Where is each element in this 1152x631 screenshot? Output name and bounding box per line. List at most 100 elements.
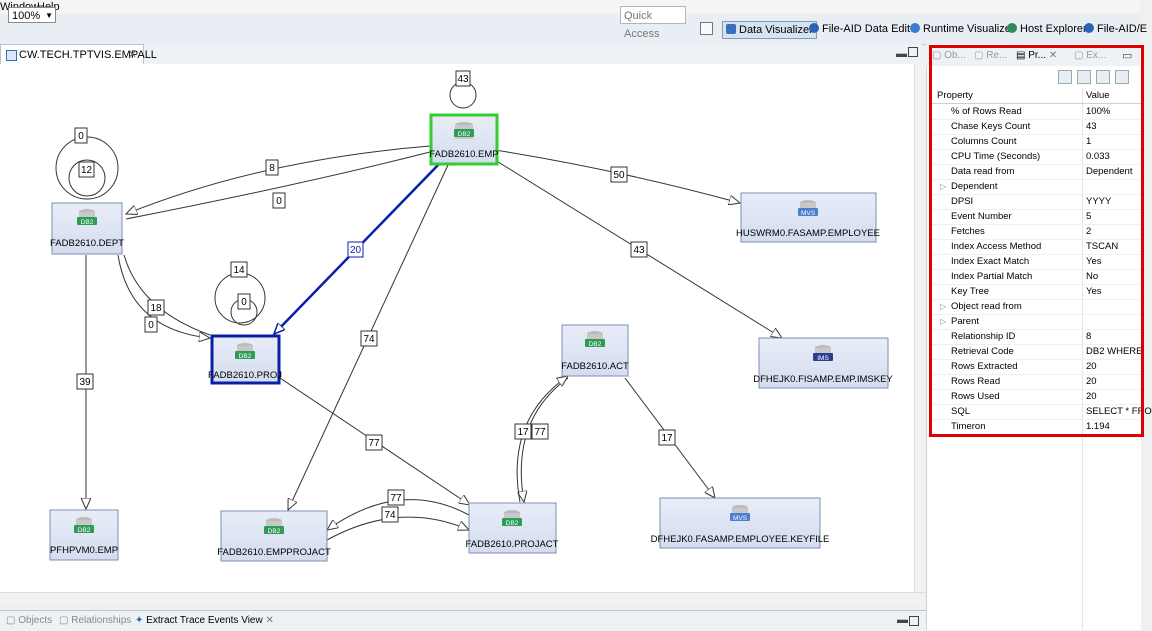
svg-text:MVS: MVS	[801, 210, 816, 217]
tab-extract-mini[interactable]: ▢ Ex...	[1074, 50, 1107, 61]
relationship-graph[interactable]: 43 0 12 8 0 50 43 20 14 0 18 0 74 39 77 …	[0, 64, 914, 592]
node-dfhejk0-fisamp-emp-imskey[interactable]: IMS DFHEJK0.FISAMP.EMP.IMSKEY	[753, 337, 893, 389]
quick-access-input[interactable]: Quick Access	[620, 6, 686, 40]
edge-projact-empprojact-b[interactable]	[326, 516, 469, 541]
property-name: Dependent	[951, 181, 998, 192]
edge-label: 12	[78, 161, 95, 178]
expand-icon[interactable]: ▷	[940, 317, 947, 326]
edge-label: 43	[455, 70, 471, 87]
zoom-select[interactable]: 100%▼	[8, 7, 56, 23]
node-fadb2610-act[interactable]: DB2 FADB2610.ACT	[561, 324, 629, 377]
graph-canvas[interactable]: 43 0 12 8 0 50 43 20 14 0 18 0 74 39 77 …	[0, 64, 914, 592]
expand-icon[interactable]: ▷	[940, 302, 947, 311]
property-row[interactable]: CPU Time (Seconds)0.033	[932, 149, 1142, 165]
node-fadb2610-empprojact[interactable]: DB2 FADB2610.EMPPROJACT	[217, 510, 331, 562]
node-pfhpvm0-emp[interactable]: DB2 PFHPVM0.EMP	[49, 509, 119, 561]
node-fadb2610-dept[interactable]: DB2 FADB2610.DEPT	[50, 202, 124, 255]
vertical-scrollbar[interactable]	[914, 64, 927, 592]
close-icon[interactable]: ✕	[265, 615, 274, 626]
property-name: Index Exact Match	[951, 256, 1030, 267]
property-column-header[interactable]: Property	[937, 90, 973, 101]
perspective-runtime-visualizer[interactable]: Runtime Visualizer	[907, 21, 1018, 37]
restore-default-icon[interactable]	[1096, 70, 1110, 84]
perspective-file-aid-data-editor[interactable]: File-AID Data Editor	[806, 21, 923, 37]
edge-label: 0	[144, 316, 158, 333]
minimize-icon[interactable]: ▭	[1122, 50, 1133, 62]
svg-text:DB2: DB2	[506, 520, 519, 527]
perspective-file-aid-e[interactable]: File-AID/E	[1081, 21, 1150, 37]
edge-dept-proj-a[interactable]	[117, 254, 210, 338]
node-fadb2610-projact[interactable]: DB2 FADB2610.PROJACT	[466, 502, 559, 554]
filter-icon[interactable]	[1077, 70, 1091, 84]
tab-objects[interactable]: ▢ Objects	[6, 615, 53, 626]
close-icon[interactable]: ✕	[1048, 50, 1058, 61]
close-icon[interactable]: ✕	[127, 49, 137, 61]
tab-extract-trace-events-view[interactable]: ✦ Extract Trace Events View ✕	[135, 615, 274, 626]
edge-dept-proj-b[interactable]	[123, 254, 211, 336]
node-fadb2610-proj[interactable]: DB2 FADB2610.PROJ	[208, 334, 282, 385]
property-name: DPSI	[951, 196, 974, 207]
property-name: Parent	[951, 316, 979, 327]
tab-relationships[interactable]: ▢ Relationships	[59, 615, 132, 626]
edge-label: 0	[237, 293, 251, 310]
perspective-host-explorer[interactable]: Host Explorer	[1004, 21, 1090, 37]
svg-text:74: 74	[363, 334, 375, 345]
minimize-icon[interactable]: ▬	[896, 48, 907, 60]
property-row[interactable]: ▷ Dependent	[932, 179, 1142, 195]
node-dfhejk0-fasamp-employee-keyfile[interactable]: MVS DFHEJK0.FASAMP.EMPLOYEE.KEYFILE	[651, 497, 830, 549]
svg-text:IMS: IMS	[817, 355, 829, 362]
svg-text:17: 17	[517, 427, 529, 438]
maximize-icon[interactable]	[909, 616, 919, 626]
property-name: Data read from	[951, 166, 1015, 177]
value-column-header[interactable]: Value	[1086, 90, 1110, 101]
node-huswrm0-fasamp-employee[interactable]: MVS HUSWRM0.FASAMP.EMPLOYEE	[736, 192, 880, 243]
tab-relationships-mini[interactable]: ▢ Re...	[974, 50, 1008, 61]
main-toolbar	[0, 14, 1140, 45]
svg-text:DB2: DB2	[589, 341, 602, 348]
svg-text:39: 39	[79, 377, 91, 388]
tab-objects-mini[interactable]: ▢ Ob...	[932, 50, 966, 61]
property-value: TSCAN	[1086, 241, 1119, 252]
mvs-icon: MVS	[730, 505, 750, 522]
property-value: SELECT * FRO	[1086, 406, 1152, 417]
open-perspective-icon[interactable]	[700, 22, 713, 35]
svg-text:DB2: DB2	[268, 528, 281, 535]
property-row[interactable]: ▷ Parent	[932, 314, 1142, 330]
categories-icon[interactable]	[1058, 70, 1072, 84]
node-fadb2610-emp[interactable]: DB2 FADB2610.EMP	[429, 113, 499, 166]
minimize-icon[interactable]: ▬	[897, 614, 908, 626]
property-row[interactable]: ▷Object read from	[932, 299, 1142, 315]
horizontal-scrollbar[interactable]	[0, 592, 926, 605]
edge-dept-self-inner[interactable]	[68, 159, 106, 197]
svg-text:DFHEJK0.FISAMP.EMP.IMSKEY: DFHEJK0.FISAMP.EMP.IMSKEY	[753, 374, 893, 385]
maximize-icon[interactable]	[908, 47, 918, 57]
perspective-data-visualizer[interactable]: Data Visualizer	[722, 21, 817, 39]
edge-emp-dept-b[interactable]	[125, 151, 431, 220]
svg-text:12: 12	[81, 165, 93, 176]
property-name: Retrieval Code	[951, 346, 1014, 357]
editor-tab[interactable]: CW.TECH.TPTVIS.EMPALL ✕	[0, 44, 157, 64]
expand-icon[interactable]: ▷	[940, 182, 947, 191]
tab-properties[interactable]: ▤ Pr... ✕	[1016, 50, 1058, 61]
property-name: Relationship ID	[951, 331, 1016, 342]
edge-label: 50	[610, 166, 628, 183]
svg-text:HUSWRM0.FASAMP.EMPLOYEE: HUSWRM0.FASAMP.EMPLOYEE	[736, 228, 880, 239]
pin-icon[interactable]	[1115, 70, 1129, 84]
